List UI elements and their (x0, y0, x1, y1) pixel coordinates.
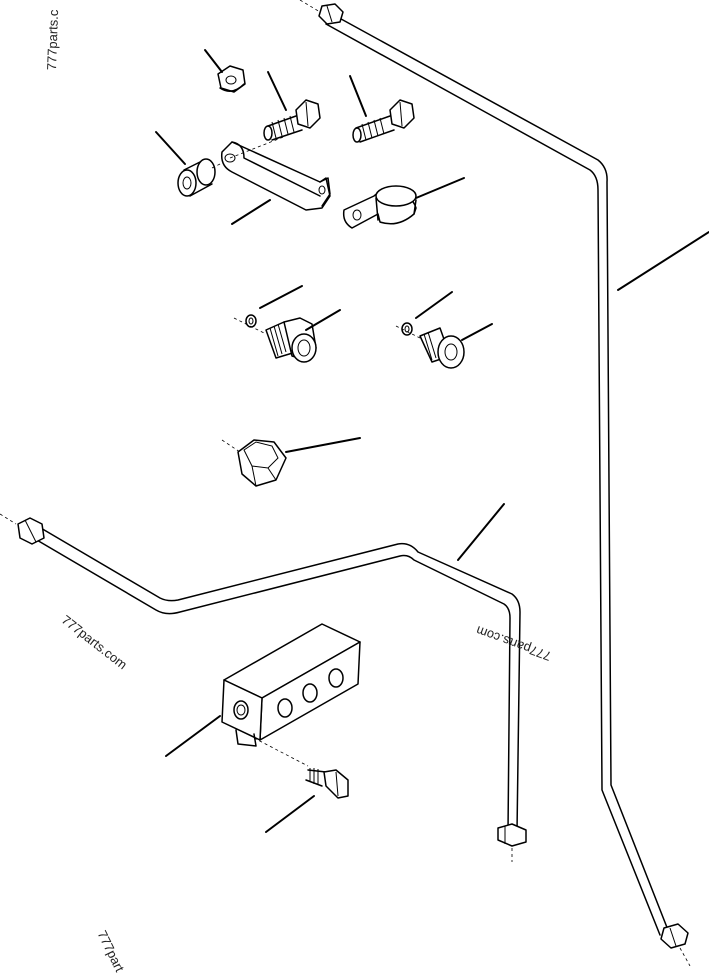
leader-line (231, 199, 271, 225)
junction-block (221, 623, 361, 747)
leader-line (285, 437, 361, 453)
tube-end-nut (0, 513, 45, 545)
leader-line (457, 503, 505, 561)
tube-end-nut (299, 0, 344, 25)
leader-line (461, 323, 493, 341)
lower-fuel-tube (0, 513, 527, 862)
leader-line (265, 795, 315, 833)
flange-nut (217, 65, 246, 93)
hex-cap-nut (221, 439, 287, 487)
hex-bolt (263, 99, 321, 141)
tube-end-nut (497, 823, 527, 862)
leader-line (305, 309, 341, 331)
leader-line (204, 49, 223, 73)
leader-line (415, 177, 465, 199)
o-ring (401, 322, 413, 336)
hex-bolt (352, 99, 415, 143)
leader-line (165, 715, 221, 757)
plug-fitting (395, 325, 465, 369)
mounting-bracket (220, 135, 331, 211)
watermark-text: 777parts.c (44, 9, 62, 71)
spacer-bushing (177, 158, 225, 197)
leader-line (155, 131, 186, 165)
tube-clamp (342, 185, 417, 229)
leader-line (617, 231, 709, 291)
leader-line (267, 71, 287, 111)
o-ring (245, 314, 257, 328)
leader-line (349, 75, 367, 117)
right-fuel-tube (299, 0, 691, 966)
leader-line (415, 291, 453, 319)
connector-fitting (233, 317, 317, 363)
hex-bolt (253, 737, 349, 799)
leader-line (259, 285, 303, 309)
tube-end-nut (660, 923, 691, 966)
